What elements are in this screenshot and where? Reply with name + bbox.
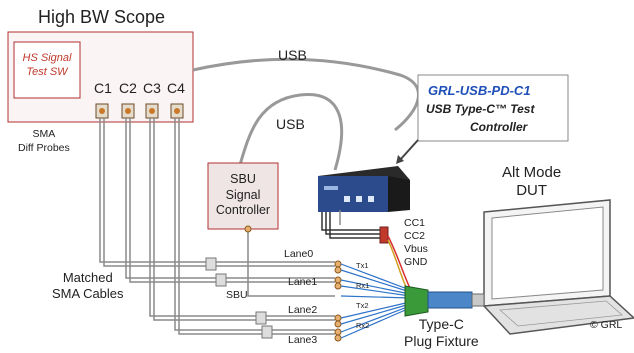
callout-arrow (399, 139, 419, 161)
controller-callout-line3: Controller (470, 120, 528, 134)
lane-label-2: Lane2 (288, 304, 318, 316)
pair-label-rx1: Rx1 (356, 281, 370, 290)
lane-wires (340, 263, 411, 339)
laptop-dut (482, 199, 634, 335)
controller-callout-line2: USB Type-C™ Test (426, 102, 535, 116)
lane-label-1: Lane1 (288, 276, 318, 288)
sbu-controller-box (207, 162, 279, 230)
pin-label-cc1: CC1 (404, 217, 426, 229)
test-sw-box (13, 41, 81, 99)
pin-label-cc2: CC2 (404, 230, 426, 242)
pair-label-rx2: Rx2 (356, 321, 370, 330)
grl-controller-device (318, 166, 410, 212)
pin-label-vbus: Vbus (404, 243, 428, 255)
dut-label: Alt Mode DUT (502, 164, 562, 199)
channel-label-c2: C2 (119, 80, 137, 96)
usb-label-top: USB (278, 47, 307, 63)
controller-callout-box (417, 74, 569, 142)
type-c-plug-fixture (404, 285, 485, 317)
pin-label-gnd: GND (404, 256, 428, 268)
sma-probe-connectors (95, 103, 184, 119)
pair-label-tx2: Tx2 (356, 301, 369, 310)
probe-label: SMA Diff Probes (18, 128, 70, 154)
sbu-controller-label: SBU Signal Controller (215, 172, 271, 218)
cables-label: Matched SMA Cables (52, 270, 124, 302)
ferrite-beads (205, 257, 273, 339)
lane-label-3: Lane3 (288, 334, 318, 346)
fixture-label: Type-C Plug Fixture (404, 316, 479, 349)
usb-cable-lower (238, 92, 343, 171)
sbu-line-label: SBU (226, 289, 248, 301)
cc-connector (379, 226, 389, 244)
lane-sma-connectors (244, 225, 342, 342)
pair-label-tx1: Tx1 (356, 261, 369, 270)
scope-title: High BW Scope (38, 7, 166, 27)
usb-label-lower: USB (276, 116, 305, 132)
channel-label-c1: C1 (94, 80, 112, 96)
controller-callout-line1: GRL-USB-PD-C1 (428, 83, 531, 98)
lane-label-0: Lane0 (284, 248, 314, 260)
usb-cable-top (192, 57, 420, 132)
copyright-label: © GRL (590, 319, 623, 331)
channel-label-c3: C3 (143, 80, 161, 96)
matched-sma-cables (99, 118, 341, 335)
channel-label-c4: C4 (167, 80, 185, 96)
test-sw-label: HS Signal Test SW (22, 52, 72, 78)
